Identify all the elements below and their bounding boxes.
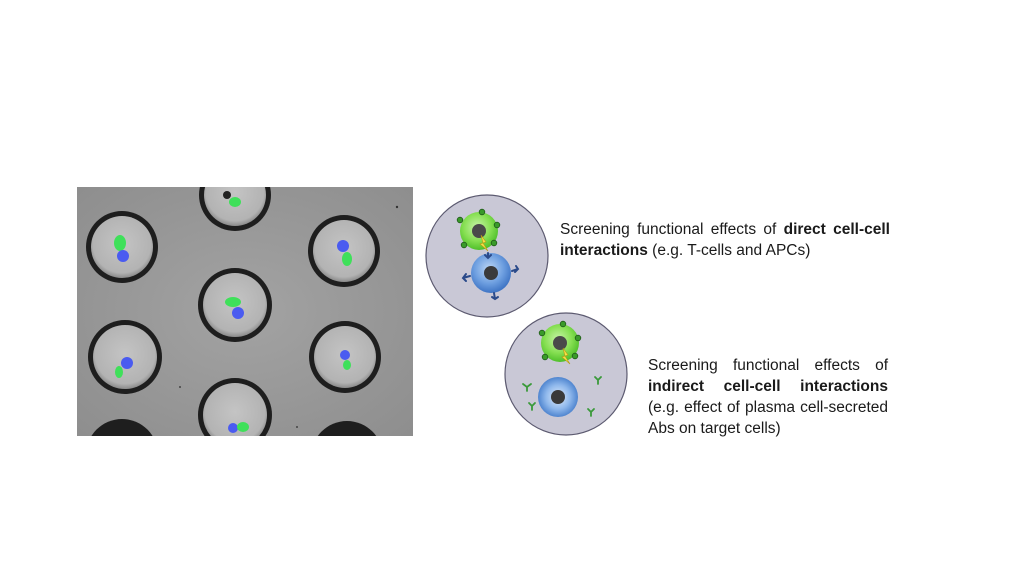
direct-interaction-diagram xyxy=(424,193,550,319)
micrograph-image xyxy=(77,187,413,436)
target-cell xyxy=(538,377,578,417)
caption-bold-text: indirect cell-cell interactions xyxy=(648,378,888,395)
direct-interaction-caption: Screening functional effects of direct c… xyxy=(560,219,890,261)
target-cell xyxy=(471,253,511,293)
caption-text: Screening functional effects of xyxy=(648,357,888,374)
caption-text: Screening functional effects of xyxy=(560,221,784,238)
caption-text: (e.g. T-cells and APCs) xyxy=(648,242,811,259)
indirect-interaction-caption: Screening functional effects of indirect… xyxy=(648,355,888,439)
indirect-interaction-diagram xyxy=(503,311,629,437)
caption-text: (e.g. effect of plasma cell-secreted Abs… xyxy=(648,399,888,437)
